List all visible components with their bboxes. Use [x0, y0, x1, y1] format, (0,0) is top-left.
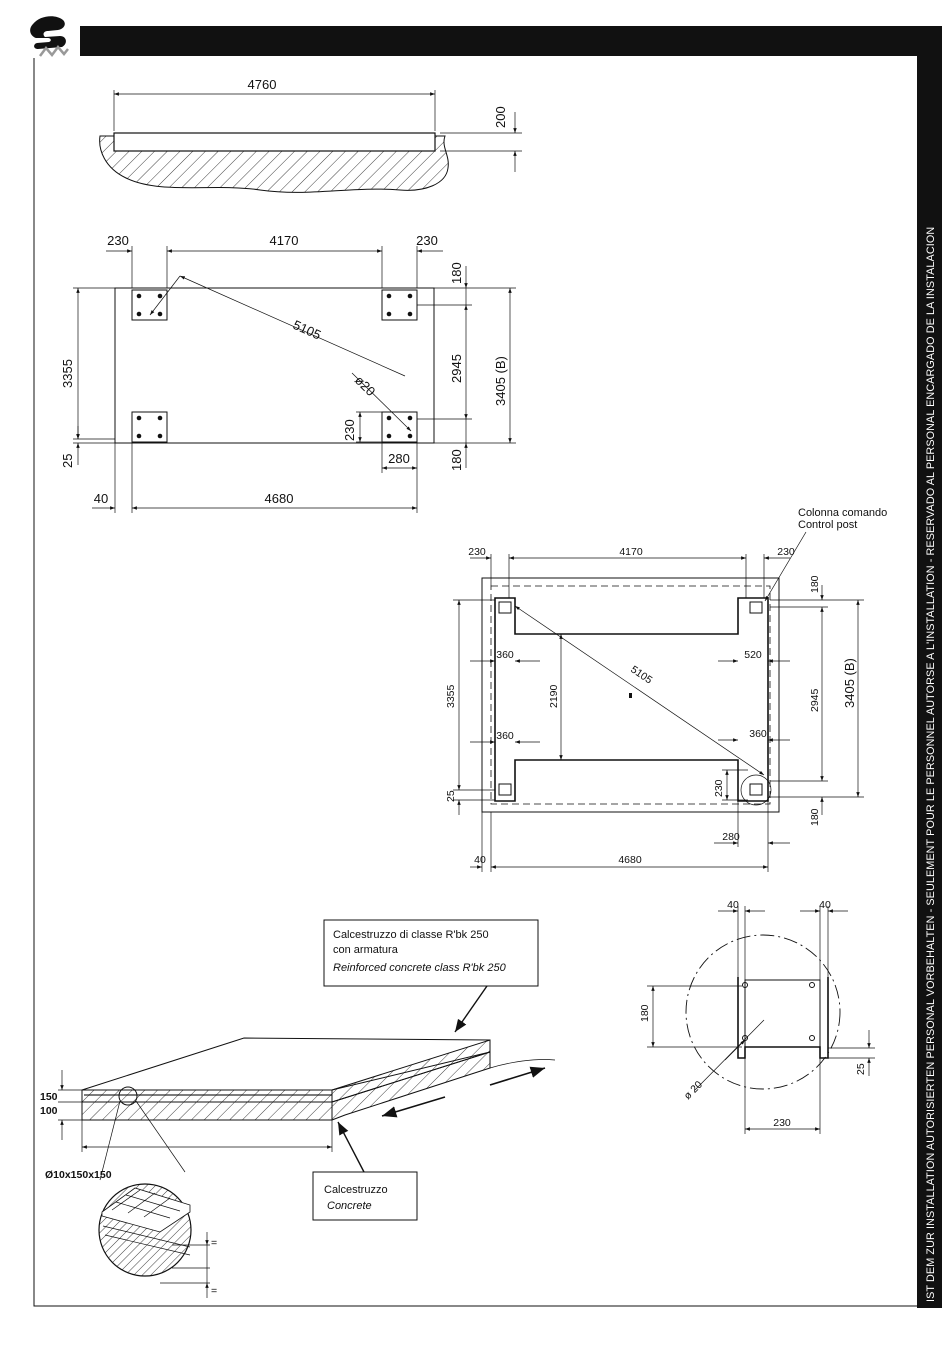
- pit-top-edge-label: 180: [809, 575, 821, 593]
- control-post-it-label: Colonna comando: [798, 507, 887, 519]
- side-band: [917, 54, 942, 1308]
- pit-channel-bottom-left-label: 360: [496, 730, 514, 742]
- callout-top-line1: Calcestruzzo di classe R'bk 250: [333, 929, 489, 941]
- callout-bottom-line1: Calcestruzzo: [324, 1184, 388, 1196]
- pit-right-offset-label: 230: [777, 546, 795, 558]
- pit-plate-bottom-right: [749, 783, 763, 796]
- plan-diagonal-label: 5105: [291, 317, 324, 342]
- pit-diagonal-label: 5105: [628, 664, 654, 687]
- slab-equal-1-label: =: [211, 1237, 217, 1249]
- plan-edge-label: 25: [60, 454, 75, 468]
- plan-bottom-edge-label: 180: [449, 449, 464, 471]
- pit-left-offset-label: 230: [468, 546, 486, 558]
- pit-span-label: 4170: [619, 546, 643, 558]
- control-post-marker: [740, 774, 772, 806]
- pit-plate-height-label: 230: [713, 779, 725, 797]
- pit-channel-top-left-label: 360: [496, 649, 514, 661]
- anchor-plate-top-left: [131, 289, 168, 321]
- detail-height-label: 180: [639, 1004, 651, 1022]
- callout-reinforced-concrete: [323, 919, 539, 987]
- callout-concrete: [312, 1171, 418, 1221]
- pit-base-length-label: 4680: [618, 854, 642, 866]
- pit-bottom-edge-label: 180: [809, 808, 821, 826]
- pit-plate-width-label: 280: [722, 831, 740, 843]
- pit-channel-bottom-right-label: 360: [749, 728, 767, 740]
- callout-top-line2: con armatura: [333, 944, 399, 956]
- section-view: 4760 200: [99, 77, 522, 193]
- plan-plate-width-label: 280: [388, 451, 410, 466]
- section-thickness-label: 200: [493, 106, 508, 128]
- detail-edge-label: 25: [855, 1063, 867, 1075]
- control-post-en-label: Control post: [798, 519, 857, 531]
- slab-view: 150 100 Calcestruzzo di classe R'bk 250 …: [40, 919, 556, 1298]
- callout-top-line3: Reinforced concrete class R'bk 250: [333, 962, 507, 974]
- plan-span-y-label: 2945: [449, 354, 464, 383]
- plan-left-offset-label: 230: [107, 233, 129, 248]
- pit-height-label: 3355: [445, 684, 457, 708]
- detail-margin-right-label: 40: [819, 899, 831, 911]
- header-band: [80, 26, 942, 56]
- pit-overall-y-label: 3405 (B): [842, 658, 857, 708]
- brand-logo-icon: [30, 16, 69, 57]
- detail-margin-left-label: 40: [727, 899, 739, 911]
- sheet-frame: [33, 58, 917, 1307]
- section-length-label: 4760: [248, 77, 277, 92]
- anchor-plate-top-right: [381, 289, 418, 321]
- plan-top-edge-label: 180: [449, 262, 464, 284]
- plan-left-margin-label: 40: [94, 491, 108, 506]
- anchor-plate-bottom-left: [131, 411, 168, 443]
- plan-overall-y-label: 3405 (B): [493, 356, 508, 406]
- pit-view: Colonna comando Control post 230 4170 23…: [445, 507, 887, 872]
- pit-inner-height-label: 2190: [548, 684, 560, 708]
- plan-span-label: 4170: [270, 233, 299, 248]
- slab-equal-2-label: =: [211, 1285, 217, 1297]
- pit-edge-label: 25: [445, 790, 457, 802]
- pit-left-margin-label: 40: [474, 854, 486, 866]
- anchor-plate-bottom-right: [381, 411, 418, 443]
- plan-plate-height-label: 230: [342, 419, 357, 441]
- plan-view: 230 4170 230 180 2945 180 3405 (B) 3355 …: [60, 233, 516, 513]
- slab-layer-top-label: 150: [40, 1091, 58, 1103]
- plan-right-offset-label: 230: [416, 233, 438, 248]
- detail-hole-label: ø 20: [682, 1079, 705, 1102]
- side-banner-text: IST DEM ZUR INSTALLATION AUTORISIERTEN P…: [925, 227, 937, 1302]
- slab-mesh-label: Ø10x150x150: [45, 1169, 112, 1181]
- pit-plate-top-right: [749, 601, 763, 614]
- pit-plate-bottom-left: [498, 783, 512, 796]
- pit-span-y-label: 2945: [809, 688, 821, 712]
- plan-height-label: 3355: [60, 359, 75, 388]
- pit-plate-top-left: [498, 601, 512, 614]
- detail-view: 40 40 180 25 ø 20 230: [639, 899, 875, 1134]
- pit-channel-top-right-label: 520: [744, 649, 762, 661]
- plan-base-length-label: 4680: [265, 491, 294, 506]
- callout-bottom-line2: Concrete: [327, 1200, 372, 1212]
- slab-layer-bottom-label: 100: [40, 1105, 58, 1117]
- detail-width-label: 230: [773, 1117, 791, 1129]
